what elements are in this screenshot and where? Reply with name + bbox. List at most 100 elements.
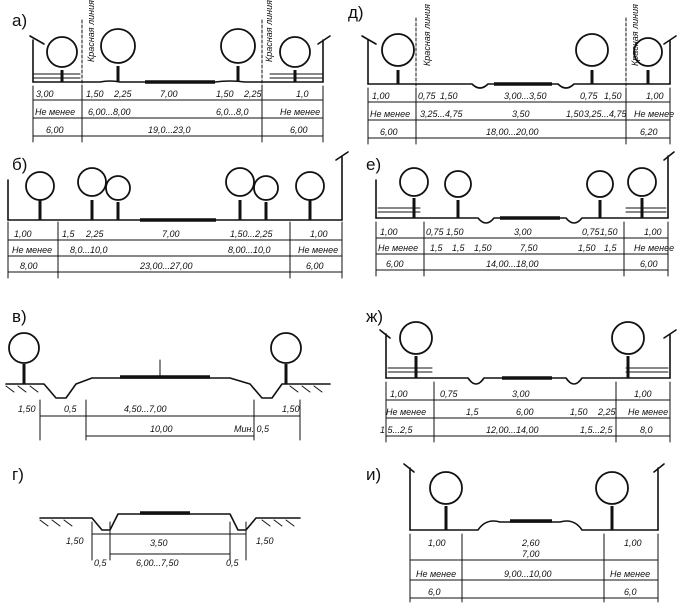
dim-value: 7,00 bbox=[162, 229, 180, 239]
dim-value: 6,00...8,00 bbox=[88, 107, 131, 117]
dim-value: 4,50...7,00 bbox=[124, 404, 167, 414]
dim-value: 1,50 bbox=[446, 227, 464, 237]
dim-value: 19,0...23,0 bbox=[148, 125, 191, 135]
dim-value: 23,00...27,00 bbox=[139, 261, 193, 271]
dim-value: 1,50 bbox=[570, 407, 588, 417]
dim-value: 1,50 bbox=[86, 89, 104, 99]
panel-i: и) 1,00 2,60 1,00 7,00 Не менее 9,00...1… bbox=[366, 463, 665, 603]
dim-value: Не менее bbox=[610, 569, 650, 579]
dim-value: 7,50 bbox=[520, 243, 538, 253]
red-line-label: Красная линия bbox=[264, 0, 274, 62]
dim-value: 0,75 bbox=[440, 389, 459, 399]
building-wall-left bbox=[379, 329, 391, 379]
red-line-label: Красная линия bbox=[86, 0, 96, 62]
dim-value: 2,25 bbox=[243, 89, 263, 99]
dim-value: 12,00...14,00 bbox=[486, 425, 539, 435]
dim-value: Не менее bbox=[628, 407, 668, 417]
dim-value: 1,5 bbox=[452, 243, 466, 253]
dim-value: 1,50...2,25 bbox=[230, 229, 274, 239]
dim-value: 9,00...10,00 bbox=[504, 569, 552, 579]
dimension-lines bbox=[385, 381, 671, 443]
sidewalk-hatch bbox=[377, 207, 667, 213]
dim-value: 8,00 bbox=[20, 261, 38, 271]
dim-value: Мин. 0,5 bbox=[234, 424, 270, 434]
dim-value: 1,50 bbox=[474, 243, 492, 253]
dim-value: 3,00 bbox=[36, 89, 54, 99]
tree-icon bbox=[77, 167, 107, 220]
dimension-lines bbox=[367, 87, 671, 145]
panel-e: е) 1,00 0,75 1,50 3,00 0,75 1,50 1,00 Не… bbox=[366, 151, 675, 277]
dim-value: 1,50 bbox=[578, 243, 596, 253]
dim-value: 7,00 bbox=[160, 89, 178, 99]
dim-value: Не менее bbox=[416, 569, 456, 579]
dim-value: 3,00...3,50 bbox=[504, 91, 547, 101]
dim-value: 6,00...7,50 bbox=[136, 558, 179, 568]
red-line-label: Красная линия bbox=[422, 4, 432, 66]
dim-value: 1,0 bbox=[296, 89, 309, 99]
dim-value: 7,00 bbox=[522, 549, 540, 559]
dim-value: 0,75 bbox=[426, 227, 445, 237]
dim-value: 6,0 bbox=[624, 587, 637, 597]
dim-value: Не менее bbox=[35, 107, 75, 117]
tree-icon bbox=[220, 28, 256, 82]
tree-icon bbox=[105, 175, 131, 220]
dim-value: 1,5...2,5 bbox=[380, 425, 414, 435]
dim-value: 0,5 bbox=[94, 558, 108, 568]
dim-value: 6,00 bbox=[386, 259, 404, 269]
tree-icon bbox=[253, 175, 279, 220]
dim-value: 1,50 bbox=[282, 404, 300, 414]
dim-value: Не менее bbox=[378, 243, 418, 253]
dim-value: Не менее bbox=[370, 109, 410, 119]
panel-label: е) bbox=[366, 155, 381, 174]
dim-value: 1,5...2,5 bbox=[580, 425, 614, 435]
ground-hatch bbox=[39, 519, 295, 527]
dim-value: Не менее bbox=[12, 245, 52, 255]
dim-value: 1,00 bbox=[14, 229, 32, 239]
tree-icon bbox=[279, 36, 311, 82]
panel-zh: ж) 1,00 0,75 3,00 1,00 Не менее 1,5 6,00… bbox=[366, 307, 677, 443]
dim-value: 10,00 bbox=[150, 424, 173, 434]
dim-value: 2,25 bbox=[85, 229, 105, 239]
panel-label: д) bbox=[348, 3, 364, 22]
building-wall-right bbox=[653, 463, 665, 531]
dim-value: 1,50 bbox=[256, 536, 274, 546]
dim-value: 1,50 bbox=[216, 89, 234, 99]
panel-v: в) 1,50 0,5 4,50...7,00 1,50 10,00 Мин. … bbox=[5, 307, 331, 441]
dim-value: Не менее bbox=[634, 109, 674, 119]
panel-b: б) 1,00 1,5 2,25 7,00 1,50...2,25 1,00 Н… bbox=[7, 151, 349, 279]
ground-line bbox=[5, 377, 331, 399]
dim-value: 6,20 bbox=[640, 127, 658, 137]
building-wall-left bbox=[361, 35, 377, 85]
panel-a: а) Красная линия Красная линия 3,00 1,50… bbox=[12, 0, 331, 143]
dim-value: 1,5 bbox=[62, 229, 76, 239]
dim-value: Не менее bbox=[280, 107, 320, 117]
ground-line bbox=[39, 513, 301, 531]
dim-value: 1,50 bbox=[566, 109, 584, 119]
dim-value: Не менее bbox=[634, 243, 674, 253]
dim-value: 1,50 bbox=[604, 91, 622, 101]
dimension-lines bbox=[91, 521, 247, 561]
tree-icon bbox=[25, 171, 55, 220]
dim-value: 3,50 bbox=[150, 538, 168, 548]
dim-value: 3,25...4,75 bbox=[420, 109, 464, 119]
panel-label: в) bbox=[12, 307, 27, 326]
dim-value: 6,00 bbox=[46, 125, 64, 135]
tree-icon bbox=[429, 471, 463, 530]
dim-value: 0,5 bbox=[226, 558, 240, 568]
dim-value: 8,0...10,0 bbox=[70, 245, 108, 255]
dim-value: 0,75 bbox=[418, 91, 437, 101]
dim-value: 1,00 bbox=[646, 91, 664, 101]
ground-hatch bbox=[5, 385, 323, 393]
tree-icon bbox=[575, 33, 609, 84]
dim-value: 6,00 bbox=[290, 125, 308, 135]
sidewalk-hatch bbox=[387, 367, 669, 373]
building-wall-right bbox=[335, 151, 349, 221]
dim-value: 6,00 bbox=[516, 407, 534, 417]
dim-value: 2,25 bbox=[113, 89, 133, 99]
dim-value: 3,50 bbox=[512, 109, 530, 119]
building-wall-right bbox=[317, 35, 331, 83]
panel-label: б) bbox=[12, 155, 27, 174]
tree-icon bbox=[399, 167, 429, 218]
dimension-lines bbox=[39, 399, 301, 441]
